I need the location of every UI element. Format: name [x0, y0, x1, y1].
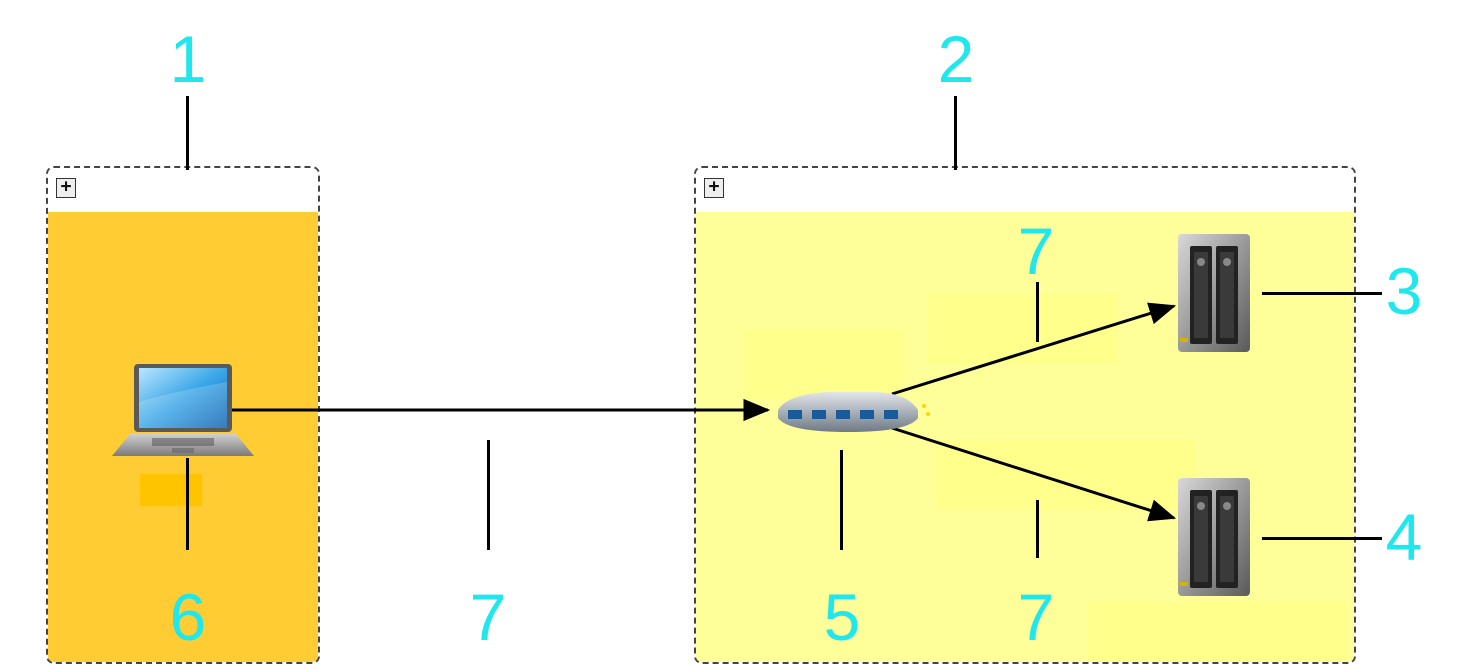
label-patch [140, 474, 202, 506]
zone-1-header [48, 168, 318, 212]
leader-line [1036, 282, 1039, 342]
callout-link-laptop-switch: 7 [469, 580, 507, 654]
callout-zone-1: 1 [169, 22, 207, 96]
zone-2-expand-button[interactable]: + [704, 178, 724, 198]
label-patch [1088, 602, 1348, 662]
callout-nas-2: 4 [1385, 500, 1423, 574]
link-switch-nas-2 [891, 426, 1177, 522]
leader-line [487, 440, 490, 550]
leader-line [186, 458, 189, 550]
zone-1-expand-button[interactable]: + [56, 178, 76, 198]
nas-server-icon[interactable] [1176, 232, 1252, 354]
leader-line [1262, 292, 1382, 295]
nas-server-icon[interactable] [1176, 476, 1252, 598]
leader-line [954, 96, 957, 170]
callout-zone-2: 2 [937, 22, 975, 96]
callout-link-switch-nas-2: 7 [1017, 580, 1055, 654]
network-switch-icon[interactable] [768, 388, 936, 436]
callout-nas-1: 3 [1385, 254, 1423, 328]
leader-line [1036, 500, 1039, 558]
leader-line [1262, 537, 1382, 540]
label-patch [744, 330, 904, 400]
link-switch-nas-1 [891, 302, 1177, 396]
leader-line [186, 96, 189, 170]
laptop-icon[interactable] [112, 362, 254, 458]
callout-link-switch-nas-1: 7 [1017, 214, 1055, 288]
callout-switch: 5 [823, 580, 861, 654]
zone-2-header [696, 168, 1354, 212]
label-patch [936, 440, 1196, 510]
leader-line [840, 450, 843, 550]
callout-laptop: 6 [169, 580, 207, 654]
